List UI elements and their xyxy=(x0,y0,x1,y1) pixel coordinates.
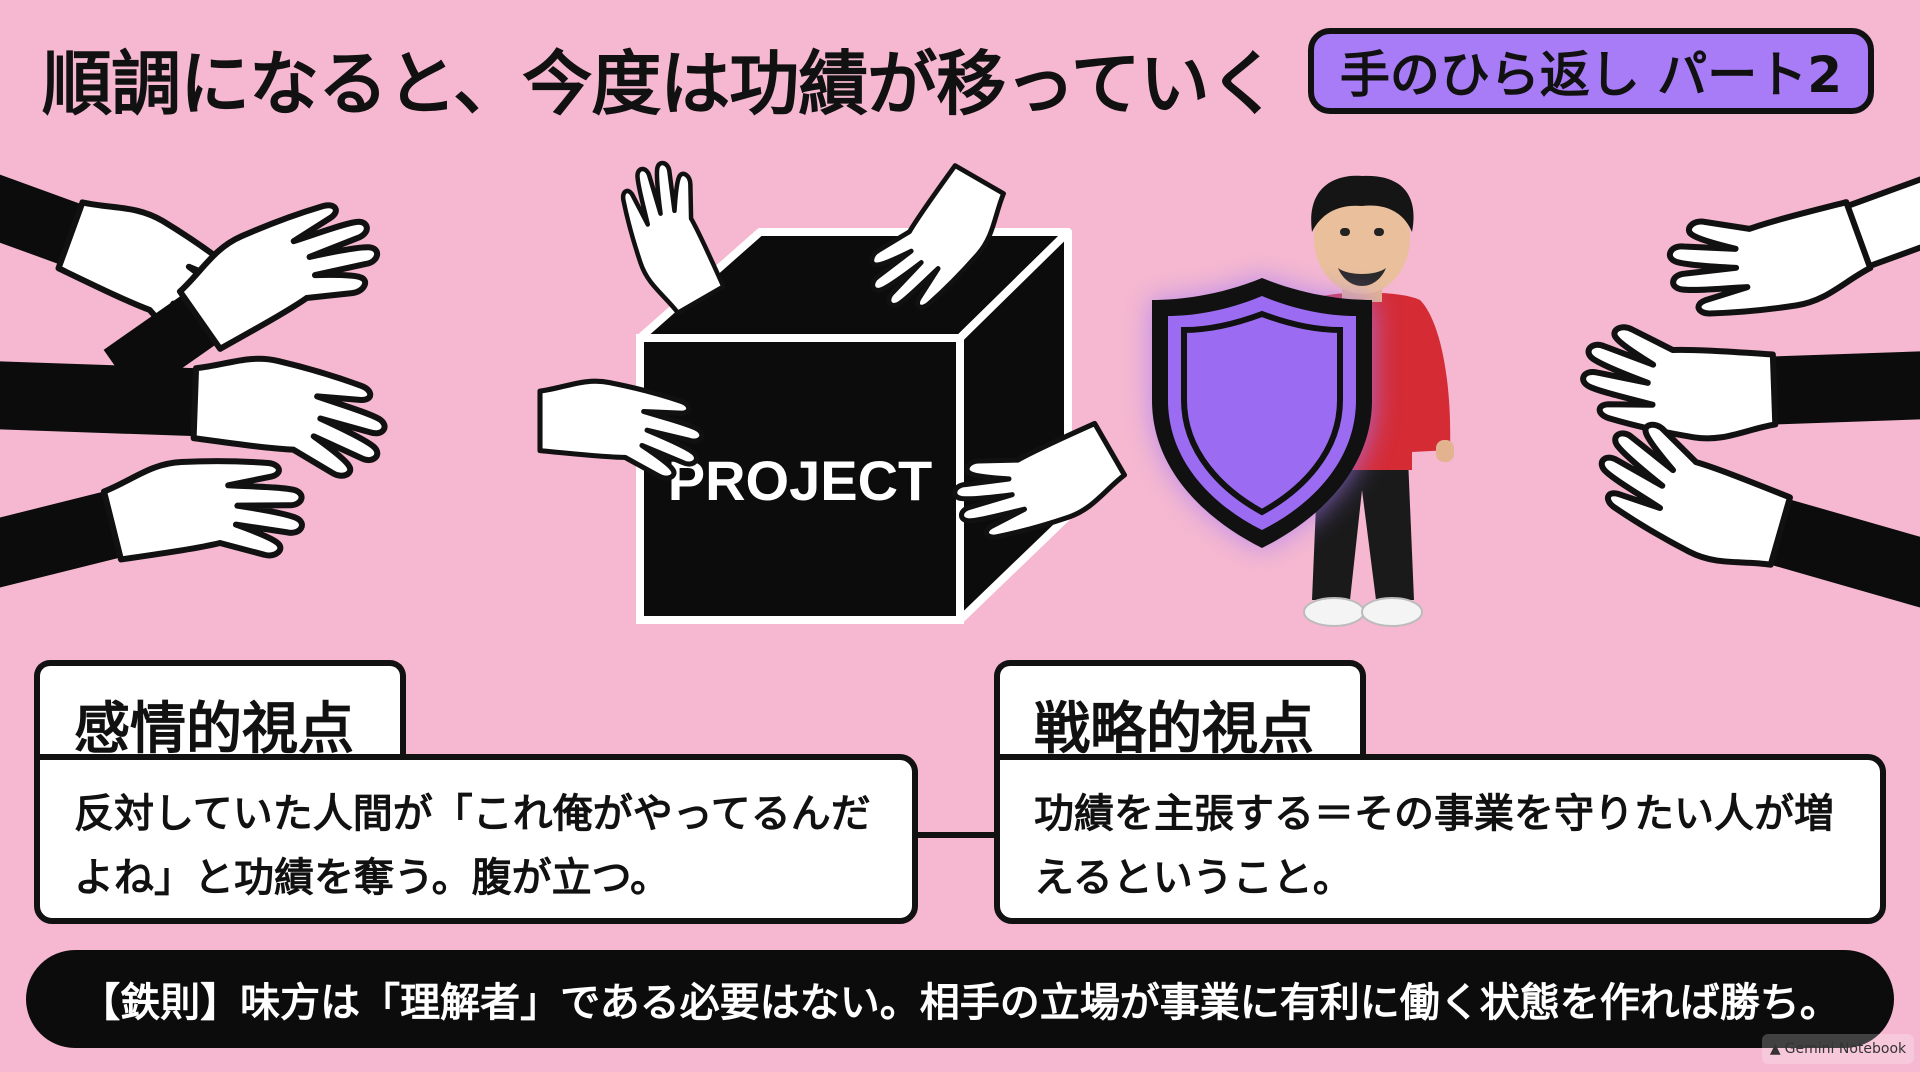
part-badge: 手のひら返し パート2 xyxy=(1308,28,1874,114)
right-arms xyxy=(1581,162,1920,619)
watermark: ▲ Gemini Notebook xyxy=(1762,1034,1914,1064)
left-arms xyxy=(0,161,395,598)
rule-banner: 【鉄則】味方は「理解者」である必要はない。相手の立場が事業に有利に働く状態を作れ… xyxy=(26,950,1894,1048)
emotional-card-body: 反対していた人間が「これ俺がやってるんだよね」と功績を奪う。腹が立つ。 xyxy=(34,754,918,924)
emotional-card-heading: 感情的視点 xyxy=(34,660,406,762)
project-label: PROJECT xyxy=(668,449,933,512)
card-connector xyxy=(918,832,998,838)
strategic-card-body: 功績を主張する＝その事業を守りたい人が増えるということ。 xyxy=(994,754,1886,924)
slide-title: 順調になると、今度は功績が移っていく xyxy=(42,43,1279,125)
notebook-icon: ▲ xyxy=(1769,1041,1781,1057)
strategic-card-heading: 戦略的視点 xyxy=(994,660,1366,762)
watermark-label: Gemini Notebook xyxy=(1784,1041,1907,1057)
shield xyxy=(1152,278,1372,548)
